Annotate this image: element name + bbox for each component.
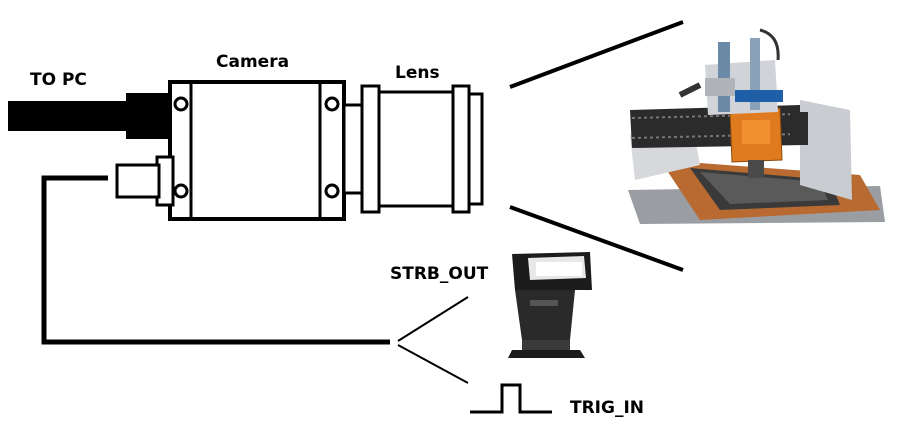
flash-strobe-icon — [508, 252, 592, 358]
cnc-machine-icon — [628, 28, 885, 224]
camera-body — [168, 80, 346, 221]
io-connector — [115, 155, 175, 207]
trigger-pulse-icon — [470, 383, 552, 414]
camera-label: Camera — [216, 52, 290, 72]
trigger-in-label: TRIG_IN — [570, 398, 645, 418]
camera-screw-icon — [324, 183, 340, 199]
lens — [342, 84, 484, 214]
fov-line-top — [509, 20, 684, 89]
to-pc-label: TO PC — [30, 70, 87, 90]
camera-screw-icon — [173, 96, 189, 112]
fov-line-bottom — [509, 205, 684, 272]
strobe-out-label: STRB_OUT — [390, 264, 489, 284]
camera-screw-icon — [324, 96, 340, 112]
camera-screw-icon — [173, 183, 189, 199]
strobe-branch-line — [397, 296, 469, 342]
lens-label: Lens — [395, 63, 440, 83]
trigger-branch-line — [397, 344, 469, 384]
pc-cable — [8, 93, 171, 139]
signal-wire — [41, 175, 390, 345]
